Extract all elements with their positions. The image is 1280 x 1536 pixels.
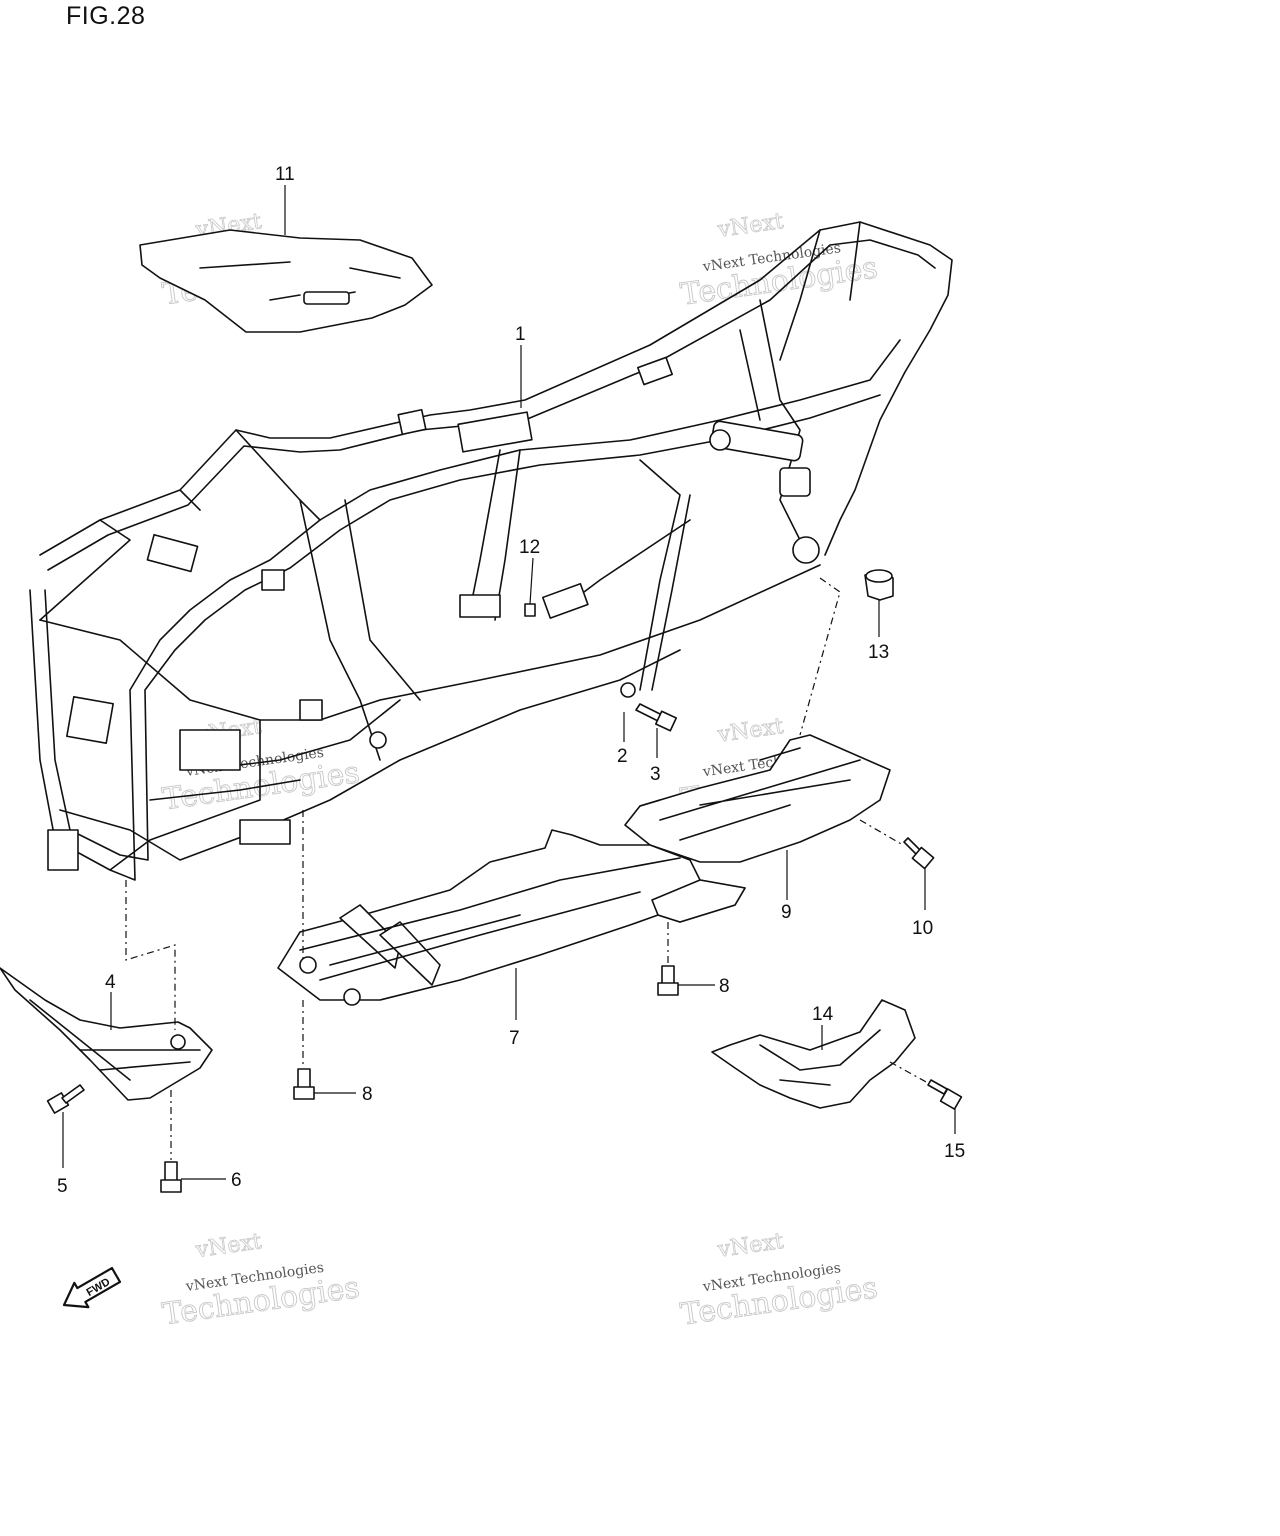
watermark-line1: vNext bbox=[715, 714, 785, 748]
callout-3: 3 bbox=[650, 764, 661, 785]
callout-5: 5 bbox=[57, 1176, 68, 1197]
fwd-arrow-icon: FWD bbox=[62, 1266, 122, 1309]
part-15-bolt bbox=[927, 1079, 963, 1110]
callout-13: 13 bbox=[868, 642, 889, 663]
callout-1: 1 bbox=[515, 324, 526, 345]
part-5-bolt bbox=[46, 1084, 85, 1114]
callout-15: 15 bbox=[944, 1141, 965, 1162]
callout-4: 4 bbox=[105, 972, 116, 993]
part-6-bolt bbox=[160, 1161, 182, 1193]
callout-8-upper: 8 bbox=[719, 976, 730, 997]
part-14-muffler-guard bbox=[711, 999, 916, 1109]
callout-11: 11 bbox=[275, 164, 295, 185]
callout-9: 9 bbox=[781, 902, 792, 923]
figure-title: FIG.28 bbox=[66, 2, 146, 30]
watermark-bottom-right: vNext vNext Technologies Technologies bbox=[678, 1229, 880, 1334]
part-1-frame bbox=[29, 221, 953, 881]
callout-14: 14 bbox=[812, 1004, 834, 1025]
leader-lines bbox=[62, 185, 956, 1180]
part-10-bolt bbox=[903, 837, 935, 870]
part-8-bolt-lower bbox=[293, 1068, 315, 1100]
part-7-center-skid-plate bbox=[277, 829, 746, 1006]
callout-2: 2 bbox=[617, 746, 628, 767]
part-3-bolt bbox=[635, 703, 678, 732]
part-8-bolt-upper bbox=[657, 965, 679, 996]
part-12-bolt bbox=[524, 603, 536, 617]
part-9-rear-skid-plate bbox=[624, 734, 891, 863]
watermark-line1: vNext bbox=[715, 209, 785, 243]
callout-8-lower: 8 bbox=[362, 1084, 373, 1105]
part-11-carrier-plate bbox=[139, 229, 433, 333]
watermark-line1: vNext bbox=[715, 1229, 785, 1263]
watermark-bottom-left: vNext vNext Technologies Technologies bbox=[160, 1229, 362, 1333]
watermark-line1: vNext bbox=[193, 1229, 263, 1263]
callout-6: 6 bbox=[231, 1170, 242, 1191]
callout-7: 7 bbox=[509, 1028, 520, 1049]
callout-labels: 11 1 12 13 2 3 9 10 8 7 4 8 5 6 14 15 bbox=[57, 164, 965, 1197]
part-13-bushing bbox=[864, 569, 894, 601]
callout-10: 10 bbox=[912, 918, 933, 939]
callout-12: 12 bbox=[519, 537, 540, 558]
watermark-top-right: vNext vNext Technologies Technologies bbox=[678, 209, 880, 314]
part-4-front-skid-plate bbox=[0, 967, 213, 1101]
